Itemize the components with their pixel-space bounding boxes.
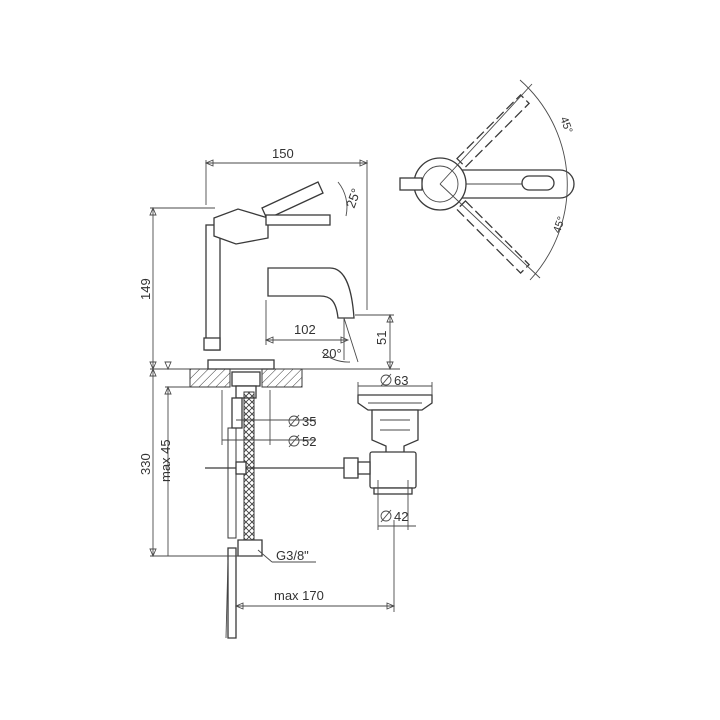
countertop-right: [261, 368, 303, 388]
waste-flange: [357, 394, 433, 411]
lever-top-center: [521, 175, 555, 191]
dim-max-45: max 45: [158, 439, 173, 482]
lever-top-right-position: [456, 200, 531, 275]
faucet-top-view: 45° 45°: [399, 79, 575, 281]
faucet-base-cap: [203, 337, 221, 351]
dim-max-170: max 170: [274, 588, 324, 603]
dim-angle-20: 20°: [322, 346, 342, 361]
dim-150: 150: [272, 146, 294, 161]
hose-fitting: [237, 539, 263, 557]
dim-angle-45-bottom: 45°: [551, 215, 568, 235]
handle-cartridge: [213, 208, 269, 245]
hose-left: [227, 427, 237, 539]
lever-top-left-position: [456, 93, 531, 168]
base-rosette: [207, 359, 275, 370]
lever-closed: [265, 214, 331, 226]
dim-102: 102: [294, 322, 316, 337]
dim-angle-25: 25°: [343, 186, 364, 210]
linkage-nut: [343, 457, 359, 479]
installation-view: 35 52 330 max 45 G3/8" max 170: [138, 361, 400, 639]
dim-dia-42: 42: [394, 509, 408, 524]
faucet-side-view: 150 25° 149 102 20° 51: [138, 146, 394, 371]
dim-51: 51: [374, 331, 389, 345]
dim-thread: G3/8": [276, 548, 309, 563]
dim-dia-35: 35: [302, 414, 316, 429]
countertop-left: [189, 368, 231, 388]
mounting-rod: [231, 397, 243, 429]
waste-tailpiece: [369, 451, 417, 489]
dim-149: 149: [138, 278, 153, 300]
dim-dia-52: 52: [302, 434, 316, 449]
rigid-tube: [227, 547, 237, 639]
pop-up-waste: 63 42: [343, 373, 433, 530]
dim-angle-45-top: 45°: [557, 115, 574, 135]
swing-arc: [519, 79, 568, 281]
lever-stub: [399, 177, 423, 191]
lever-raised: [261, 181, 324, 220]
spout: [267, 267, 355, 319]
dim-dia-63: 63: [394, 373, 408, 388]
dim-330: 330: [138, 453, 153, 475]
faucet-body: [205, 224, 221, 351]
mounting-nut: [231, 371, 261, 387]
